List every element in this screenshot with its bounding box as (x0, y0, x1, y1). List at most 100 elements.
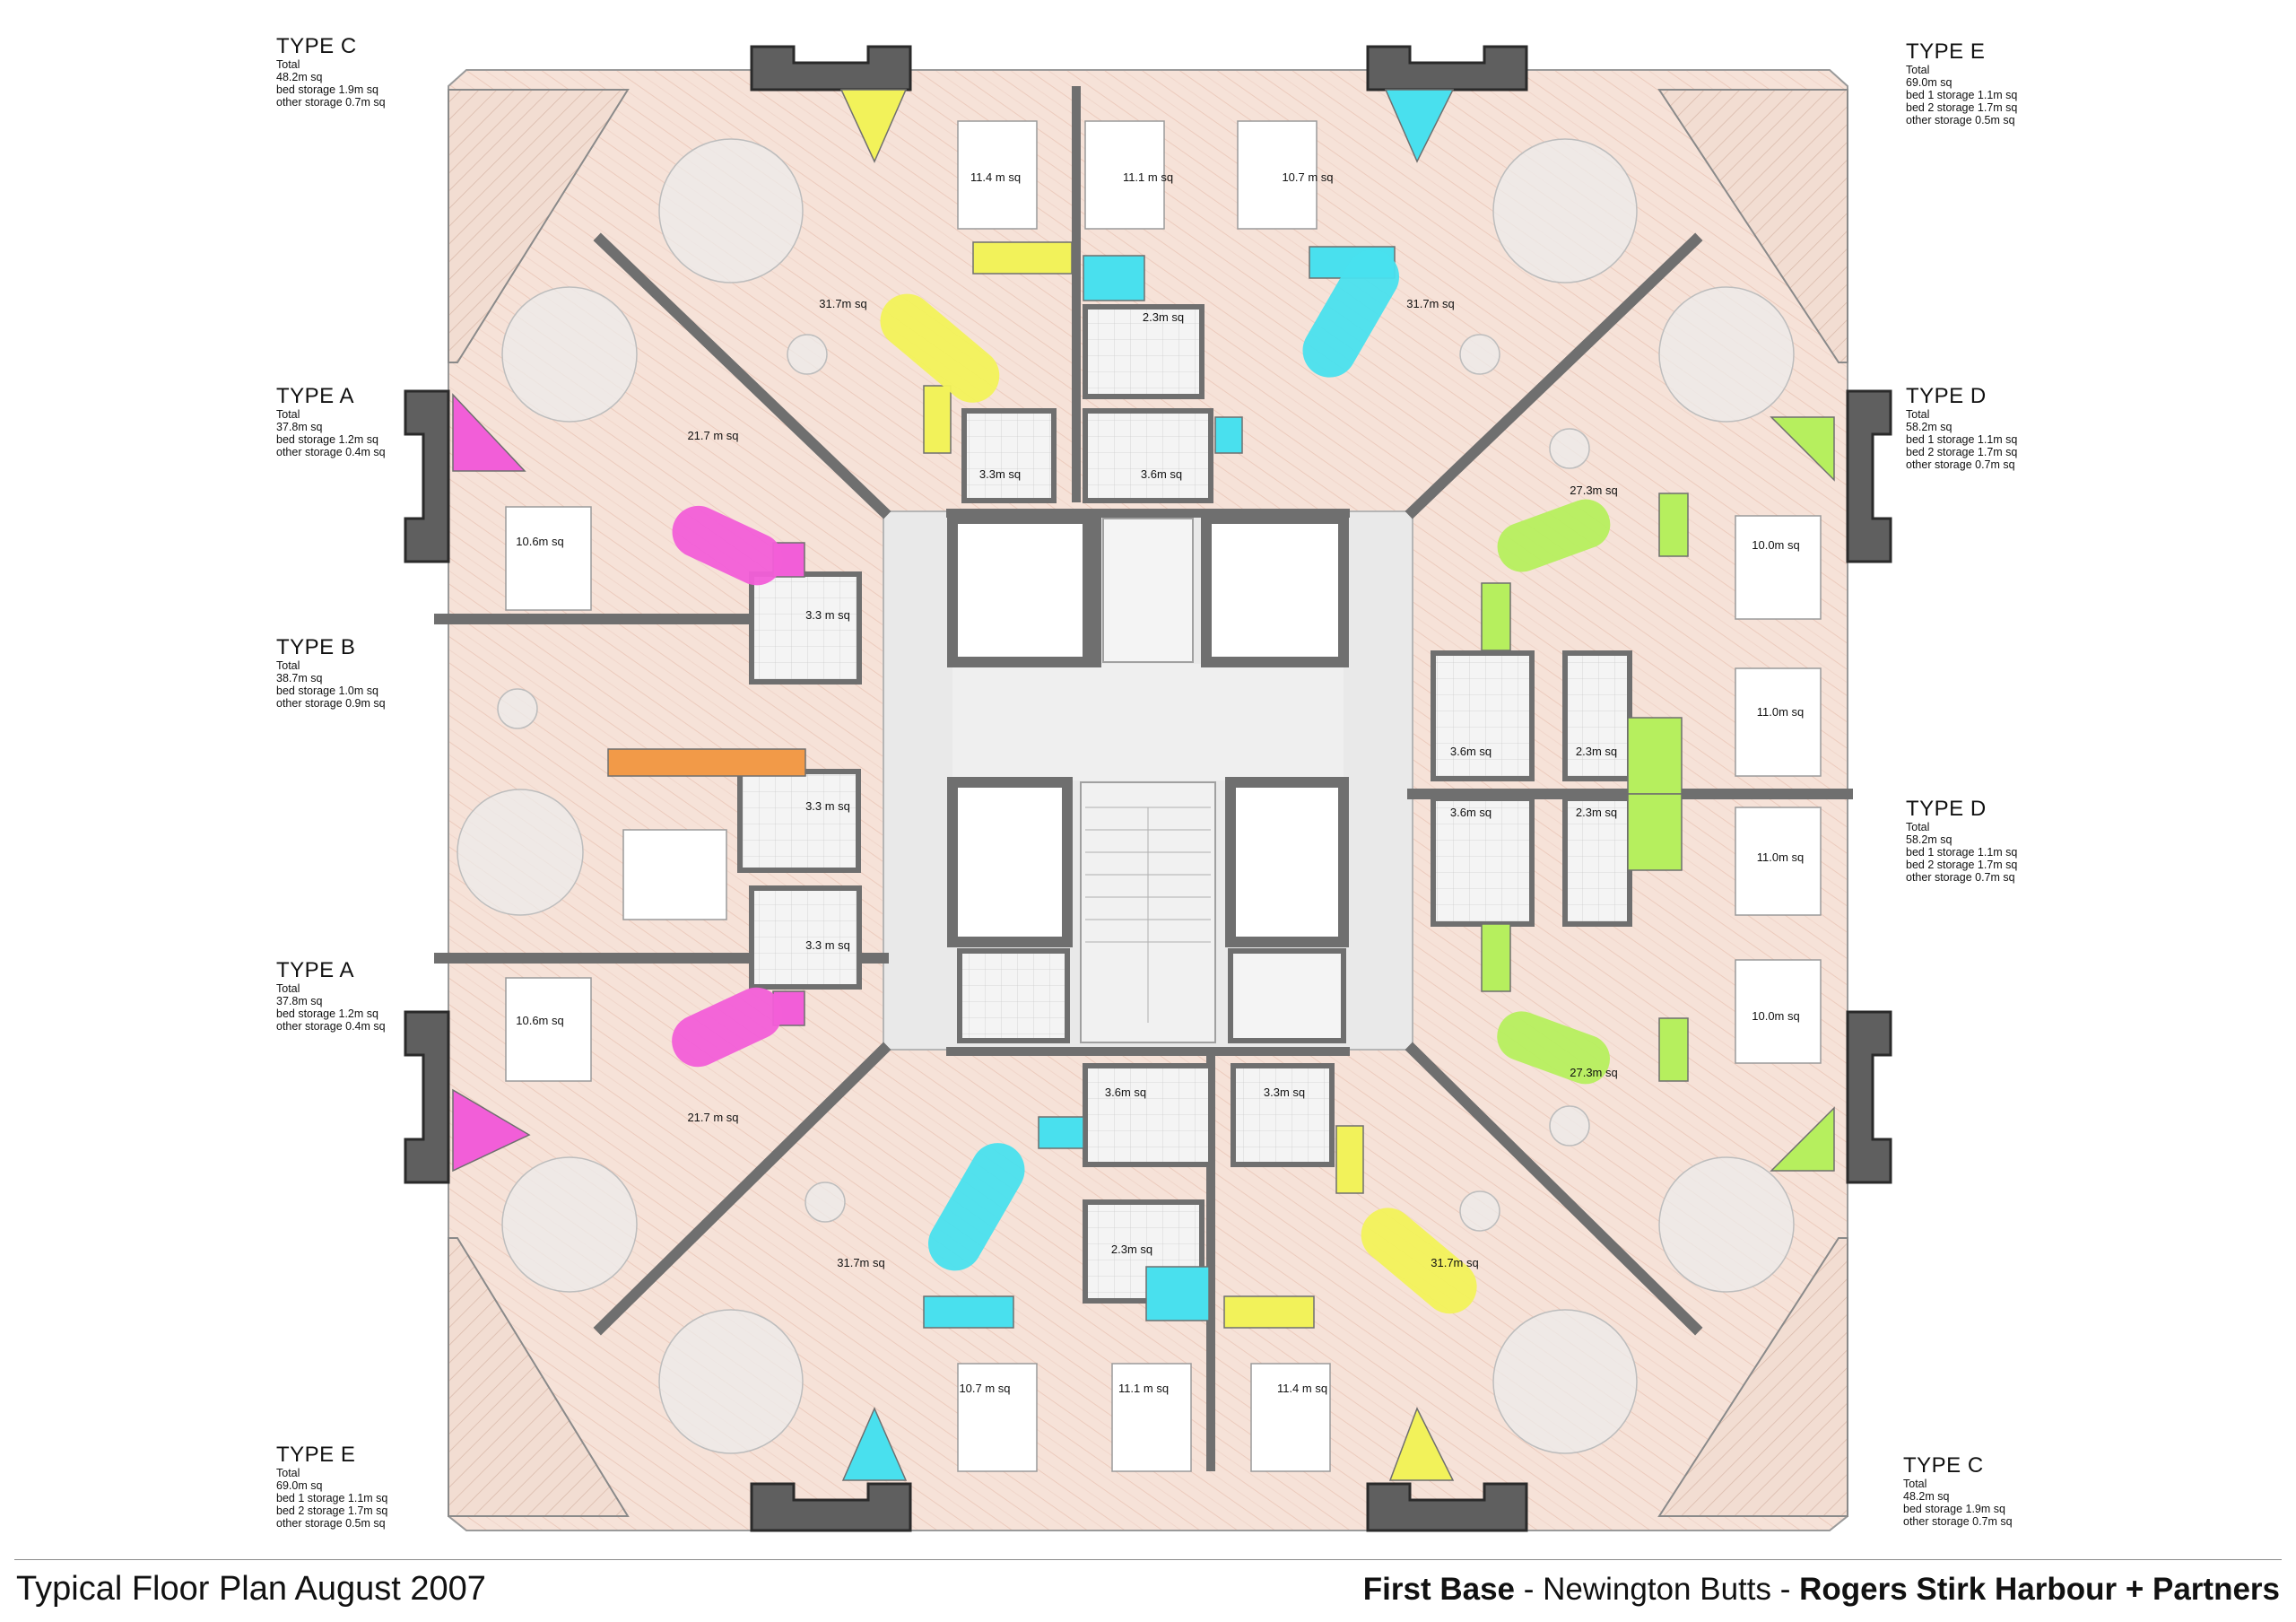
window-bottom-2 (1366, 1482, 1528, 1532)
storage-cyan (1083, 255, 1145, 301)
bathroom-7 (1431, 650, 1535, 781)
party-wall-nw (593, 232, 891, 519)
bed (505, 977, 592, 1082)
living-zone (501, 1156, 638, 1293)
balcony-top-right (1657, 89, 1848, 363)
storage-orange (607, 748, 806, 777)
unit-area: 37.8m sq (276, 995, 323, 1007)
bed (622, 829, 727, 920)
unit-type-label: TYPE D Total 58.2m sq bed 1 storage 1.1m… (1906, 384, 2017, 471)
storage-green (1481, 582, 1511, 651)
bed (1111, 1363, 1192, 1472)
storage-yellow (1388, 1407, 1455, 1481)
storage-green (1658, 1017, 1689, 1082)
bathroom-6 (749, 885, 862, 990)
room-area-label: 10.0m sq (1752, 538, 1799, 552)
bathroom-3 (1083, 304, 1205, 399)
unit-type-label: TYPE D Total 58.2m sq bed 1 storage 1.1m… (1906, 797, 2017, 884)
unit-area: other storage 0.9m sq (276, 697, 386, 710)
unit-area: bed 2 storage 1.7m sq (1906, 446, 2018, 458)
dining-table (1549, 428, 1590, 469)
unit-area: bed 1 storage 1.1m sq (276, 1492, 388, 1504)
living-zone (457, 789, 584, 916)
core-plant-left (957, 948, 1070, 1043)
unit-type-name: TYPE D (1906, 384, 1987, 408)
unit-type-label: TYPE C Total 48.2m sq bed storage 1.9m s… (276, 34, 386, 109)
room-area-label: 10.0m sq (1752, 1009, 1799, 1023)
room-area-label: 31.7m sq (1431, 1256, 1478, 1269)
room-area-label: 21.7 m sq (687, 1111, 738, 1124)
unit-area: bed storage 1.2m sq (276, 433, 378, 446)
unit-area: other storage 0.7m sq (1903, 1515, 2013, 1528)
window-top-2 (1366, 45, 1528, 92)
storage-green (1658, 493, 1689, 557)
bathroom-9 (1431, 796, 1535, 927)
unit-area: Total (1906, 821, 1930, 833)
party-wall-sw (593, 1042, 891, 1336)
room-area-label: 2.3m sq (1111, 1243, 1152, 1256)
unit-area: bed storage 1.9m sq (1903, 1503, 2005, 1515)
lift-4 (1225, 777, 1349, 947)
living-zone (1658, 1156, 1795, 1293)
unit-area: bed 1 storage 1.1m sq (1906, 89, 2018, 101)
room-area-label: 31.7m sq (837, 1256, 884, 1269)
project-credit: First Base - Newington Butts - Rogers St… (1363, 1570, 2280, 1609)
unit-area: other storage 0.7m sq (1906, 458, 2015, 471)
bathroom-11 (1083, 1063, 1213, 1167)
swing-zone-cyan (1302, 249, 1399, 378)
unit-type-label: TYPE B Total 38.7m sq bed storage 1.0m s… (276, 635, 386, 710)
storage-cyan (1038, 1116, 1084, 1149)
unit-type-name: TYPE A (276, 384, 355, 408)
unit-area: 37.8m sq (276, 421, 323, 433)
unit-type-name: TYPE E (276, 1443, 356, 1467)
credit-separator: - (1771, 1572, 1800, 1607)
project-location: Newington Butts (1543, 1572, 1772, 1607)
room-area-label: 2.3m sq (1576, 806, 1617, 819)
room-area-label: 2.3m sq (1143, 310, 1184, 324)
unit-area: other storage 0.7m sq (1906, 871, 2015, 884)
unit-area: bed 2 storage 1.7m sq (276, 1504, 388, 1517)
window-left-2 (404, 1010, 450, 1184)
unit-area: bed 1 storage 1.1m sq (1906, 846, 2018, 859)
unit-type-label: TYPE C Total 48.2m sq bed storage 1.9m s… (1903, 1453, 2013, 1528)
swing-zone-yellow (880, 293, 1000, 403)
storage-magenta (452, 1088, 531, 1173)
storage-cyan (1384, 89, 1455, 163)
room-area-label: 11.0m sq (1757, 850, 1805, 864)
unit-area: Total (276, 408, 300, 421)
bed (1084, 120, 1165, 230)
living-zone (1492, 138, 1638, 283)
unit-area: 58.2m sq (1906, 833, 1952, 846)
room-area-label: 11.4 m sq (1277, 1382, 1327, 1395)
room-area-label: 31.7m sq (819, 297, 866, 310)
balcony-bottom-right (1657, 1237, 1848, 1517)
storage-cyan (1145, 1266, 1210, 1321)
storage-green (1627, 793, 1683, 871)
storage-yellow (972, 241, 1073, 275)
storage-magenta (452, 393, 526, 472)
party-wall-ne (1405, 232, 1703, 519)
window-right-2 (1846, 1010, 1892, 1184)
room-area-label: 2.3m sq (1576, 745, 1617, 758)
swing-zone-cyan (928, 1143, 1025, 1271)
storage-cyan (1214, 416, 1243, 454)
swing-zone-green (1497, 499, 1611, 572)
bed (957, 120, 1038, 230)
room-area-label: 11.1 m sq (1123, 170, 1173, 184)
living-zone (1492, 1309, 1638, 1454)
dining-table (1459, 1190, 1500, 1232)
unit-type-label: TYPE A Total 37.8m sq bed storage 1.2m s… (276, 384, 386, 458)
unit-area: bed 1 storage 1.1m sq (1906, 433, 2018, 446)
unit-area: other storage 0.5m sq (1906, 114, 2015, 126)
dining-table (804, 1182, 846, 1223)
core-services (1102, 518, 1194, 663)
unit-type-name: TYPE B (276, 635, 356, 659)
dining-table (497, 688, 538, 729)
unit-area: 69.0m sq (1906, 76, 1952, 89)
unit-type-name: TYPE A (276, 958, 355, 982)
room-area-label: 31.7m sq (1406, 297, 1454, 310)
room-area-label: 11.0m sq (1757, 705, 1805, 719)
unit-area: Total (276, 659, 300, 672)
bed (1237, 120, 1318, 230)
room-area-label: 3.3 m sq (805, 799, 850, 813)
